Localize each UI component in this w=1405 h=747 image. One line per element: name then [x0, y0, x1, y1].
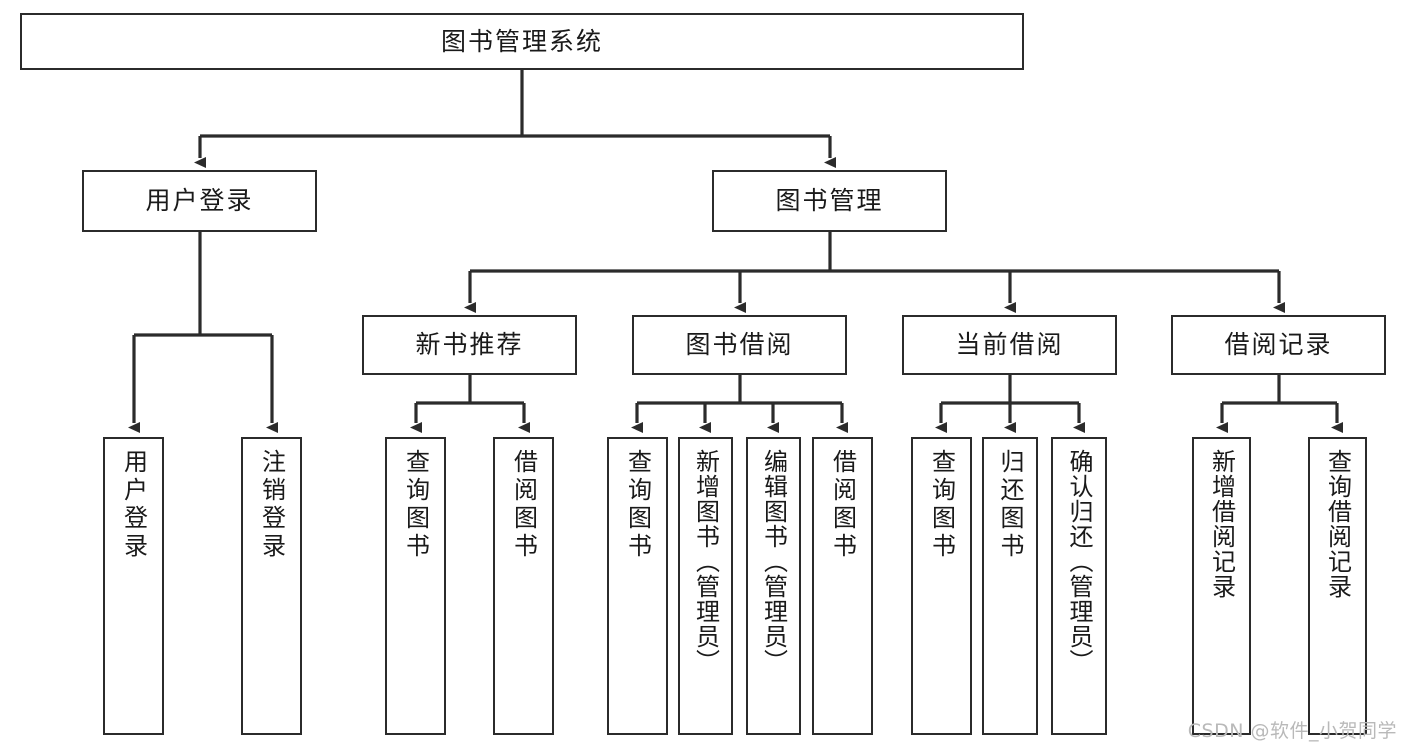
node-label: 新增借阅记录: [1207, 449, 1236, 599]
node-book-management[interactable]: 图书管理: [712, 170, 947, 232]
node-label: 编辑图书（管理员）: [759, 449, 788, 674]
leaf-add-borrow-record[interactable]: 新增借阅记录: [1192, 437, 1251, 735]
node-label: 借阅记录: [1224, 330, 1333, 360]
node-label: 查询图书: [927, 449, 956, 561]
leaf-query-book-current[interactable]: 查询图书: [911, 437, 972, 735]
node-label: 借阅图书: [509, 449, 538, 561]
node-label: 借阅图书: [828, 449, 857, 561]
leaf-user-login[interactable]: 用户登录: [103, 437, 164, 735]
node-label: 当前借阅: [955, 330, 1064, 360]
leaf-edit-book-admin[interactable]: 编辑图书（管理员）: [746, 437, 801, 735]
leaf-query-book-borrow[interactable]: 查询图书: [607, 437, 668, 735]
leaf-add-book-admin[interactable]: 新增图书（管理员）: [678, 437, 733, 735]
node-label: 新书推荐: [415, 330, 524, 360]
node-label: 注销登录: [257, 449, 286, 561]
node-label: 图书借阅: [685, 330, 794, 360]
leaf-borrow-book[interactable]: 借阅图书: [812, 437, 873, 735]
node-root-system[interactable]: 图书管理系统: [20, 13, 1024, 70]
leaf-return-book[interactable]: 归还图书: [982, 437, 1038, 735]
leaf-query-borrow-record[interactable]: 查询借阅记录: [1308, 437, 1367, 735]
node-book-borrow[interactable]: 图书借阅: [632, 315, 847, 375]
node-label: 查询图书: [623, 449, 652, 561]
node-label: 查询图书: [401, 449, 430, 561]
leaf-confirm-return-admin[interactable]: 确认归还（管理员）: [1051, 437, 1107, 735]
node-borrow-record[interactable]: 借阅记录: [1171, 315, 1386, 375]
node-label: 新增图书（管理员）: [691, 449, 720, 674]
node-label: 用户登录: [145, 186, 254, 216]
node-label: 图书管理系统: [440, 26, 603, 56]
node-label: 图书管理: [775, 186, 884, 216]
leaf-user-logout[interactable]: 注销登录: [241, 437, 302, 735]
leaf-query-book-recommend[interactable]: 查询图书: [385, 437, 446, 735]
node-label: 确认归还（管理员）: [1065, 449, 1093, 674]
watermark: CSDN @软件_小贺同学: [1187, 720, 1397, 742]
node-current-borrow[interactable]: 当前借阅: [902, 315, 1117, 375]
node-label: 归还图书: [996, 449, 1024, 561]
leaf-borrow-book-recommend[interactable]: 借阅图书: [493, 437, 554, 735]
node-new-book-recommend[interactable]: 新书推荐: [362, 315, 577, 375]
node-label: 查询借阅记录: [1323, 449, 1352, 599]
node-label: 用户登录: [119, 449, 148, 561]
node-user-login[interactable]: 用户登录: [82, 170, 317, 232]
